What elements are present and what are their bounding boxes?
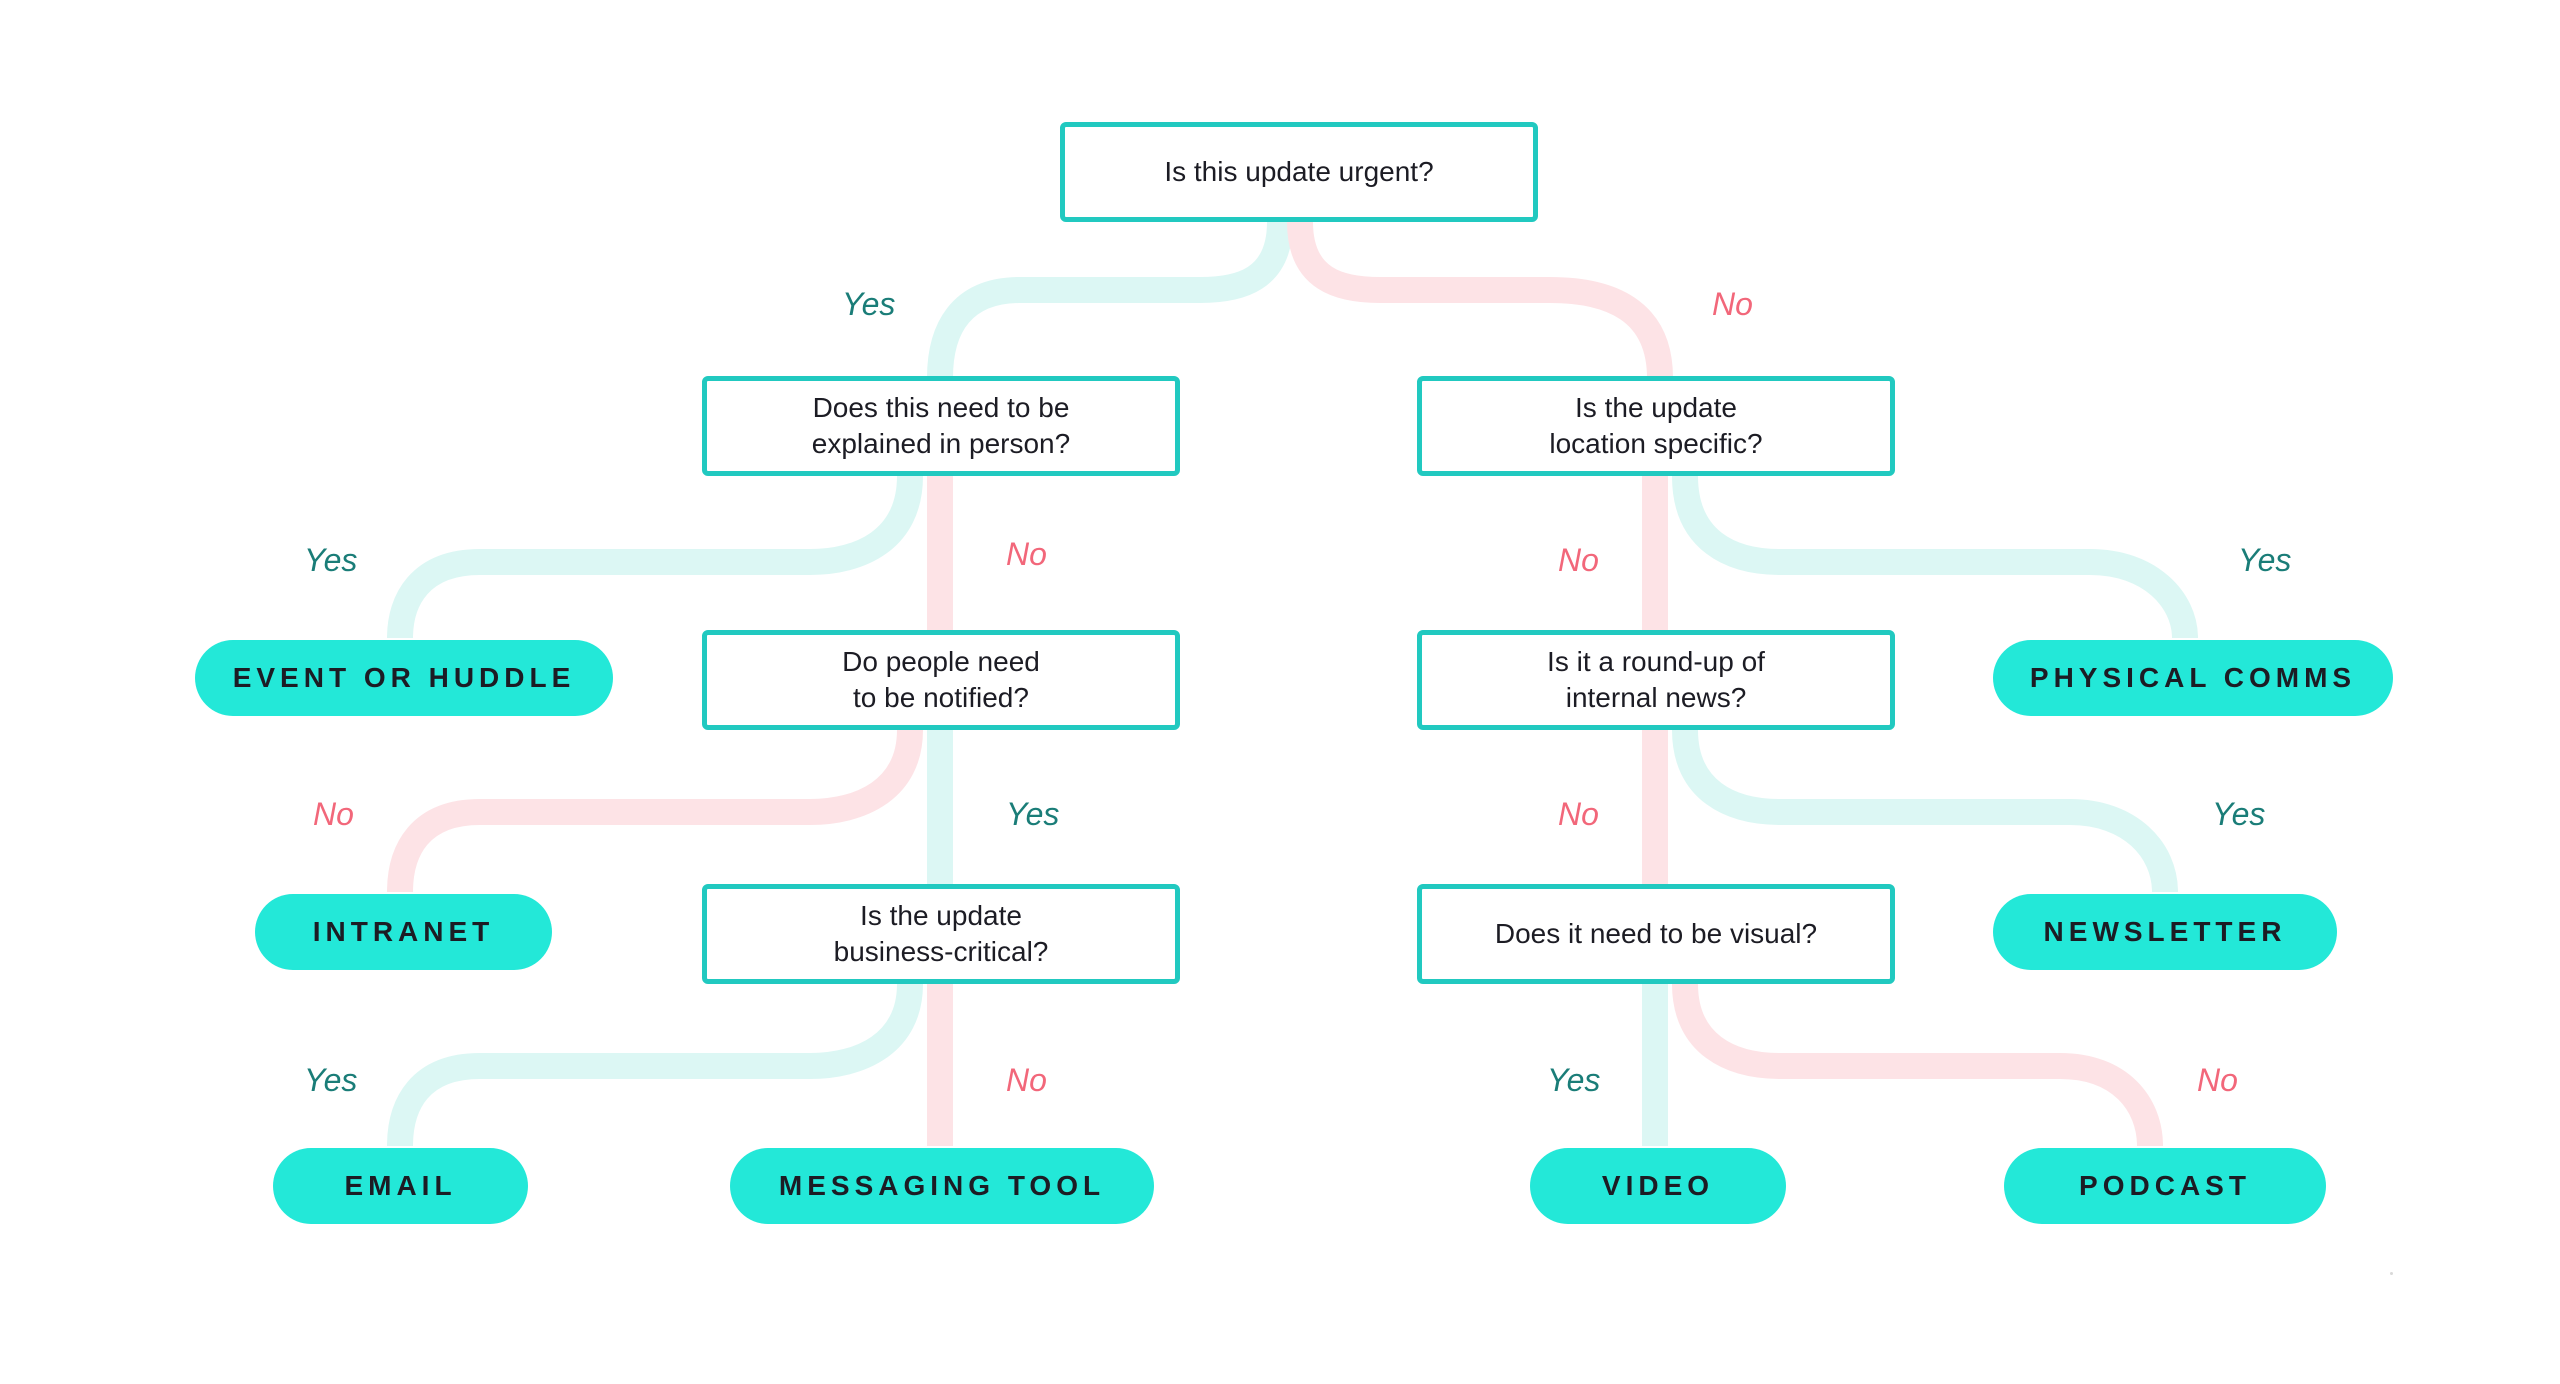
connector-urgent-yes bbox=[927, 221, 1293, 379]
decorative-dot bbox=[2390, 1272, 2393, 1275]
edge-label-critical-yes: Yes bbox=[304, 1062, 358, 1098]
outcome-email: EMAIL bbox=[273, 1148, 528, 1224]
edge-label-notified-no: No bbox=[313, 796, 354, 832]
outcome-physical-comms: PHYSICAL COMMS bbox=[1993, 640, 2393, 716]
edge-label-visual-yes: Yes bbox=[1547, 1062, 1601, 1098]
question-location-specific: Is the update location specific? bbox=[1417, 376, 1895, 476]
question-business-critical: Is the update business-critical? bbox=[702, 884, 1180, 984]
connector-visual-no bbox=[1672, 983, 2163, 1147]
connector-location-yes bbox=[1672, 475, 2198, 639]
connector-roundup-yes bbox=[1672, 729, 2178, 893]
question-roundup-internal: Is it a round-up of internal news? bbox=[1417, 630, 1895, 730]
connector-urgent-no bbox=[1287, 221, 1673, 379]
outcome-newsletter: NEWSLETTER bbox=[1993, 894, 2337, 970]
connector-critical-yes bbox=[387, 983, 923, 1147]
edge-label-roundup-yes: Yes bbox=[2212, 796, 2266, 832]
outcome-podcast: PODCAST bbox=[2004, 1148, 2326, 1224]
outcome-intranet: INTRANET bbox=[255, 894, 552, 970]
question-need-visual: Does it need to be visual? bbox=[1417, 884, 1895, 984]
edge-label-critical-no: No bbox=[1006, 1062, 1047, 1098]
edge-label-roundup-no: No bbox=[1558, 796, 1599, 832]
outcome-event-or-huddle: EVENT OR HUDDLE bbox=[195, 640, 613, 716]
connector-notified-no bbox=[387, 729, 923, 893]
edge-label-explained-yes: Yes bbox=[304, 542, 358, 578]
outcome-video: VIDEO bbox=[1530, 1148, 1786, 1224]
edge-label-location-yes: Yes bbox=[2238, 542, 2292, 578]
edge-label-location-no: No bbox=[1558, 542, 1599, 578]
outcome-messaging-tool: MESSAGING TOOL bbox=[730, 1148, 1154, 1224]
edge-label-explained-no: No bbox=[1006, 536, 1047, 572]
question-need-notified: Do people need to be notified? bbox=[702, 630, 1180, 730]
edge-label-visual-no: No bbox=[2197, 1062, 2238, 1098]
edge-label-notified-yes: Yes bbox=[1006, 796, 1060, 832]
question-explained-in-person: Does this need to be explained in person… bbox=[702, 376, 1180, 476]
edge-label-urgent-no: No bbox=[1712, 286, 1753, 322]
edge-label-urgent-yes: Yes bbox=[842, 286, 896, 322]
question-urgent: Is this update urgent? bbox=[1060, 122, 1538, 222]
connector-explained-yes bbox=[387, 475, 923, 639]
